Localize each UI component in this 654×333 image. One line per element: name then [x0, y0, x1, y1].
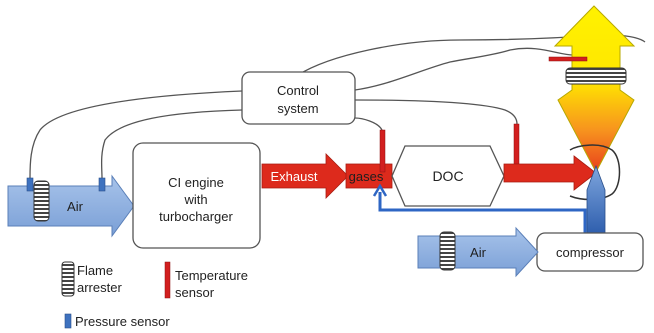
wire-post-doc-temp: [354, 99, 518, 125]
ci-engine-label-line2: with: [183, 192, 207, 207]
inlet-pressure-sensor-1: [26, 177, 34, 192]
gases-label: gases: [349, 169, 384, 184]
legend-pressure-sensor: Pressure sensor: [64, 313, 170, 329]
legend-flame-arrester-line2: arrester: [77, 280, 122, 295]
air-compressor-label: Air: [470, 245, 487, 260]
legend-pressure-sensor-symbol: [64, 313, 72, 329]
legend: Flame arrester Temperature sensor Pressu…: [61, 261, 248, 329]
doc-label: DOC: [432, 168, 463, 184]
legend-pressure-sensor-label: Pressure sensor: [75, 314, 170, 329]
ci-engine-label-line1: CI engine: [168, 175, 224, 190]
legend-flame-arrester-symbol: [61, 261, 75, 297]
control-system-box: Control system: [241, 71, 356, 125]
ci-engine-label-line3: turbocharger: [159, 209, 233, 224]
legend-temperature-sensor: Temperature sensor: [164, 261, 248, 300]
legend-flame-arrester-line1: Flame: [77, 263, 113, 278]
legend-temperature-sensor-symbol: [164, 261, 171, 299]
exhaust-label: Exhaust: [271, 169, 318, 184]
air-inlet-label: Air: [67, 199, 84, 214]
control-system-label-line2: system: [277, 101, 318, 116]
legend-flame-arrester: Flame arrester: [61, 261, 122, 297]
post-doc-temperature-sensor: [513, 123, 520, 165]
ci-engine-box: CI engine with turbocharger: [132, 142, 261, 249]
compressor-label: compressor: [556, 245, 625, 260]
compressor-flame-arrester: [439, 231, 456, 271]
compressor-feedback-pipe: [372, 183, 587, 233]
wire-pre-doc-temp: [354, 117, 383, 131]
doc-unit: DOC: [391, 145, 505, 207]
exhaust-arrow: Exhaust gases: [261, 153, 393, 199]
inlet-flame-arrester: [33, 180, 50, 222]
control-system-label-line1: Control: [277, 83, 319, 98]
flare-temperature-sensor: [548, 56, 588, 62]
flare-flame-arrester: [565, 67, 627, 85]
flare-plume: [553, 5, 636, 174]
legend-temperature-sensor-line1: Temperature: [175, 268, 248, 283]
compressor-box: compressor: [536, 232, 644, 272]
wire-to-flare-sensor: [354, 47, 576, 91]
inlet-pressure-sensor-2: [98, 177, 106, 192]
doc-outlet-arrow: [503, 155, 597, 191]
wire-inlet-pressure-2: [100, 109, 243, 179]
pre-doc-temperature-sensor: [379, 129, 386, 173]
signal-wires: [29, 34, 646, 179]
legend-temperature-sensor-line2: sensor: [175, 285, 215, 300]
wire-inlet-pressure-1: [29, 90, 243, 179]
air-compressor-arrow: Air: [417, 226, 539, 278]
